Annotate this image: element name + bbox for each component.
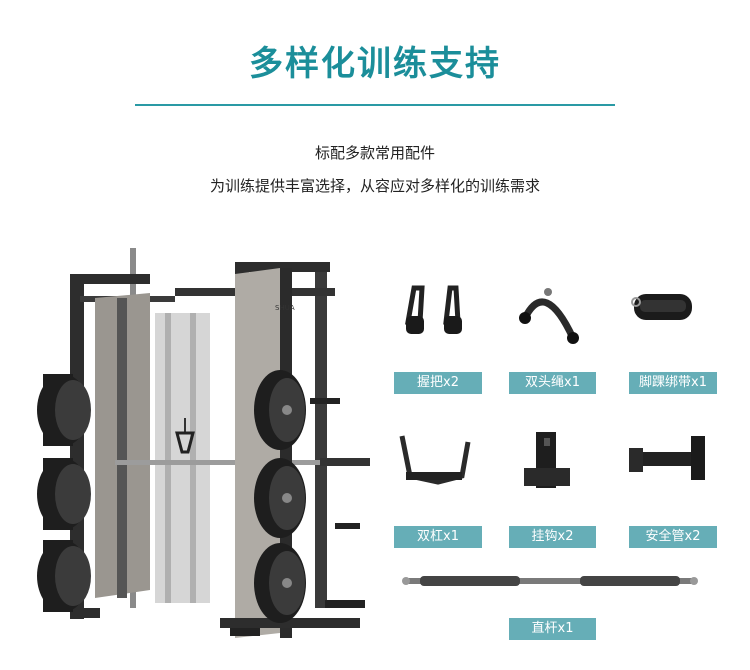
safety-spotter-icon bbox=[629, 436, 705, 480]
subtitle-line-1: 标配多款常用配件 bbox=[314, 144, 435, 162]
smith-machine-image: SHUA bbox=[37, 248, 370, 638]
title-divider bbox=[135, 104, 615, 106]
accessory-label-handle-grips: 握把x2 bbox=[394, 372, 482, 394]
accessory-label-straight-bar: 直杆x1 bbox=[509, 618, 596, 640]
straight-bar-icon bbox=[402, 576, 698, 586]
accessory-label-safety-spotter: 安全管x2 bbox=[629, 526, 717, 548]
machine-brand-mark: SHUA bbox=[275, 304, 295, 312]
accessory-label-dip-bar: 双杠x1 bbox=[394, 526, 482, 548]
j-hook-icon bbox=[524, 432, 570, 488]
ankle-strap-icon bbox=[631, 294, 692, 320]
accessory-label-ankle-strap: 脚踝绑带x1 bbox=[629, 372, 717, 394]
handle-grips-icon bbox=[405, 285, 462, 334]
accessory-label-triceps-rope: 双头绳x1 bbox=[509, 372, 596, 394]
subtitle-line-2: 为训练提供丰富选择，从容应对多样化的训练需求 bbox=[209, 177, 540, 195]
dip-bar-icon bbox=[399, 435, 471, 485]
triceps-rope-icon bbox=[519, 288, 579, 344]
page-title: 多样化训练支持 bbox=[249, 44, 501, 84]
accessory-label-j-hook: 挂钩x2 bbox=[509, 526, 596, 548]
